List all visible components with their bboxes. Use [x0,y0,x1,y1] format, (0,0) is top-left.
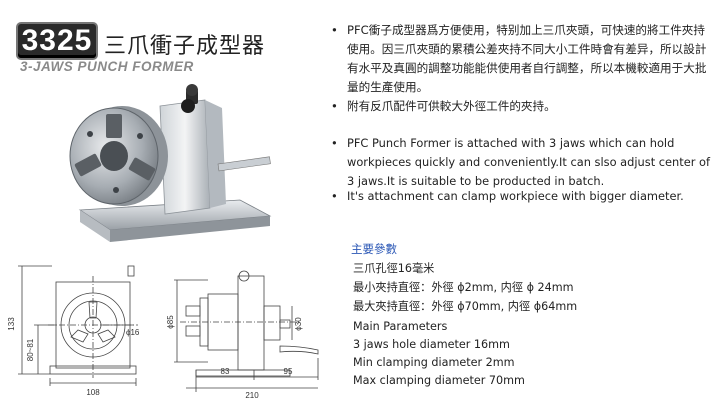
dim-phi16: ϕ16 [126,328,140,337]
param-en-hole: 3 jaws hole diameter 16mm [353,338,510,351]
dim-210: 210 [245,391,259,400]
bullet-en-2: •It's attachment can clamp workpiece wit… [331,189,684,203]
dim-83: 83 [221,367,230,376]
params-heading: 主要參數 [351,242,397,256]
technical-drawing: 133 80~81 108 ϕ16 ϕ85 ϕ30 83 95 210 [7,265,319,400]
dim-133: 133 [7,317,16,331]
bullet-cn-1: •PFC衝子成型器爲方便使用，特别加上三爪夾頭，可快速的將工件夾持使用。因三爪夾… [331,23,707,94]
param-en-min: Min clamping diameter 2mm [353,356,515,369]
dim-phi30: ϕ30 [294,317,303,331]
param-cn-hole: 三爪孔徑16毫米 [353,262,435,275]
param-cn-min: 最小夾持直徑：外徑 ϕ2mm, 内徑 ϕ 24mm [353,281,574,294]
dim-95: 95 [284,367,293,376]
dim-phi85: ϕ85 [166,315,175,329]
bullet-cn-2: •附有反爪配件可供較大外徑工件的夾持。 [331,99,556,113]
bullet-en-1: •PFC Punch Former is attached with 3 jaw… [331,136,711,188]
product-photo [69,84,272,242]
dim-108: 108 [86,388,100,397]
product-title-cn: 三爪衝子成型器 [104,34,266,59]
product-title-en: 3-JAWS PUNCH FORMER [20,59,194,74]
param-en-max: Max clamping diameter 70mm [353,374,525,387]
dim-80-81: 80~81 [26,338,35,361]
param-en-title: Main Parameters [353,320,448,333]
model-number-badge: 3325 [18,24,96,58]
param-cn-max: 最大夾持直徑：外徑 ϕ70mm, 内徑 ϕ64mm [353,300,578,313]
